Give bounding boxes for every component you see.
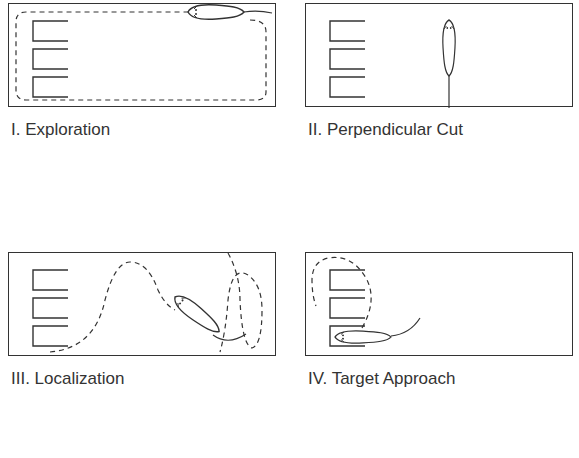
panel-caption: III. Localization	[11, 369, 124, 389]
arena-panel: III. Localization	[8, 252, 276, 356]
panel-caption: IV. Target Approach	[308, 369, 455, 389]
panel-caption: I. Exploration	[11, 120, 110, 140]
arena-panel: I. Exploration	[8, 3, 276, 107]
arena-panel: IV. Target Approach	[305, 252, 573, 356]
arena-panel: II. Perpendicular Cut	[305, 3, 573, 107]
panel-caption: II. Perpendicular Cut	[308, 120, 463, 140]
